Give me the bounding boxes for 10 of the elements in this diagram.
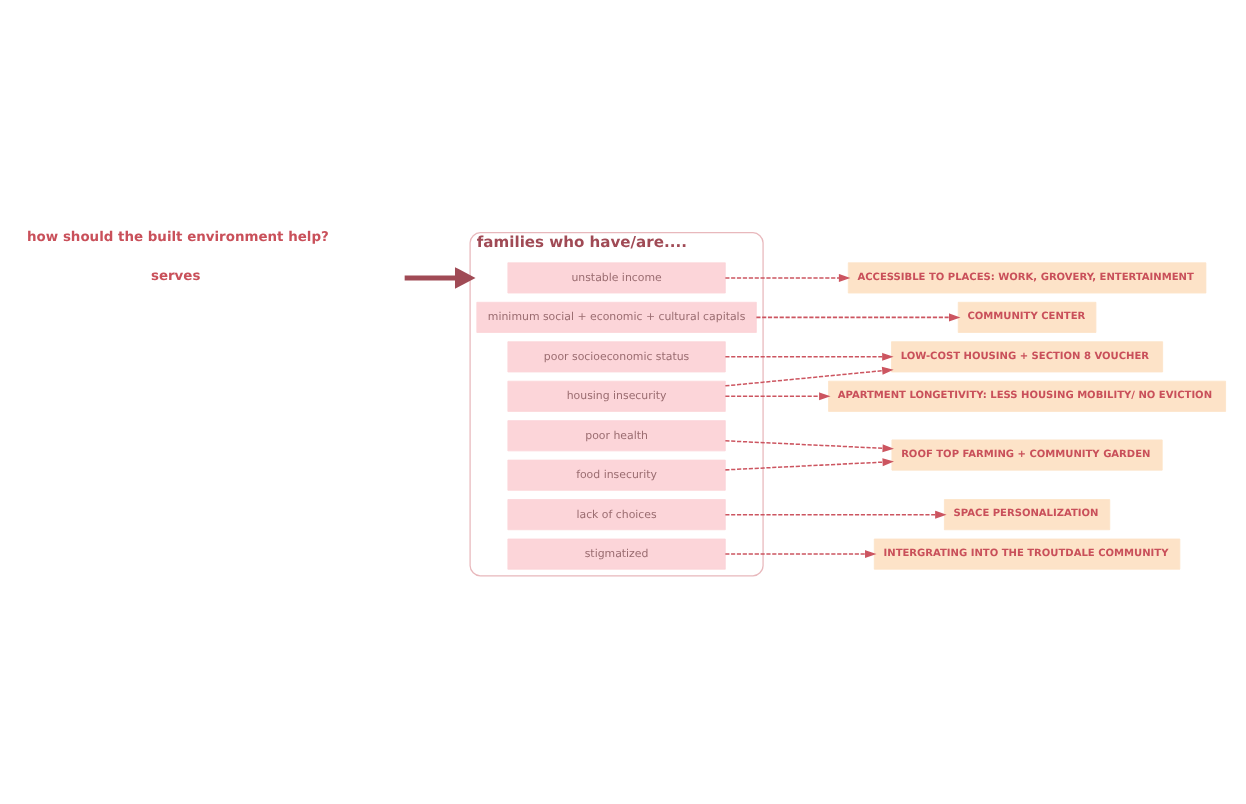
arrow (724, 549, 877, 558)
arrow (724, 457, 894, 470)
arrow (724, 272, 851, 281)
arrow (724, 351, 894, 360)
arrow (724, 365, 894, 386)
arrow (724, 391, 831, 400)
arrow (724, 509, 947, 518)
arrow (404, 266, 476, 288)
arrow (755, 312, 961, 321)
arrow (724, 439, 894, 452)
